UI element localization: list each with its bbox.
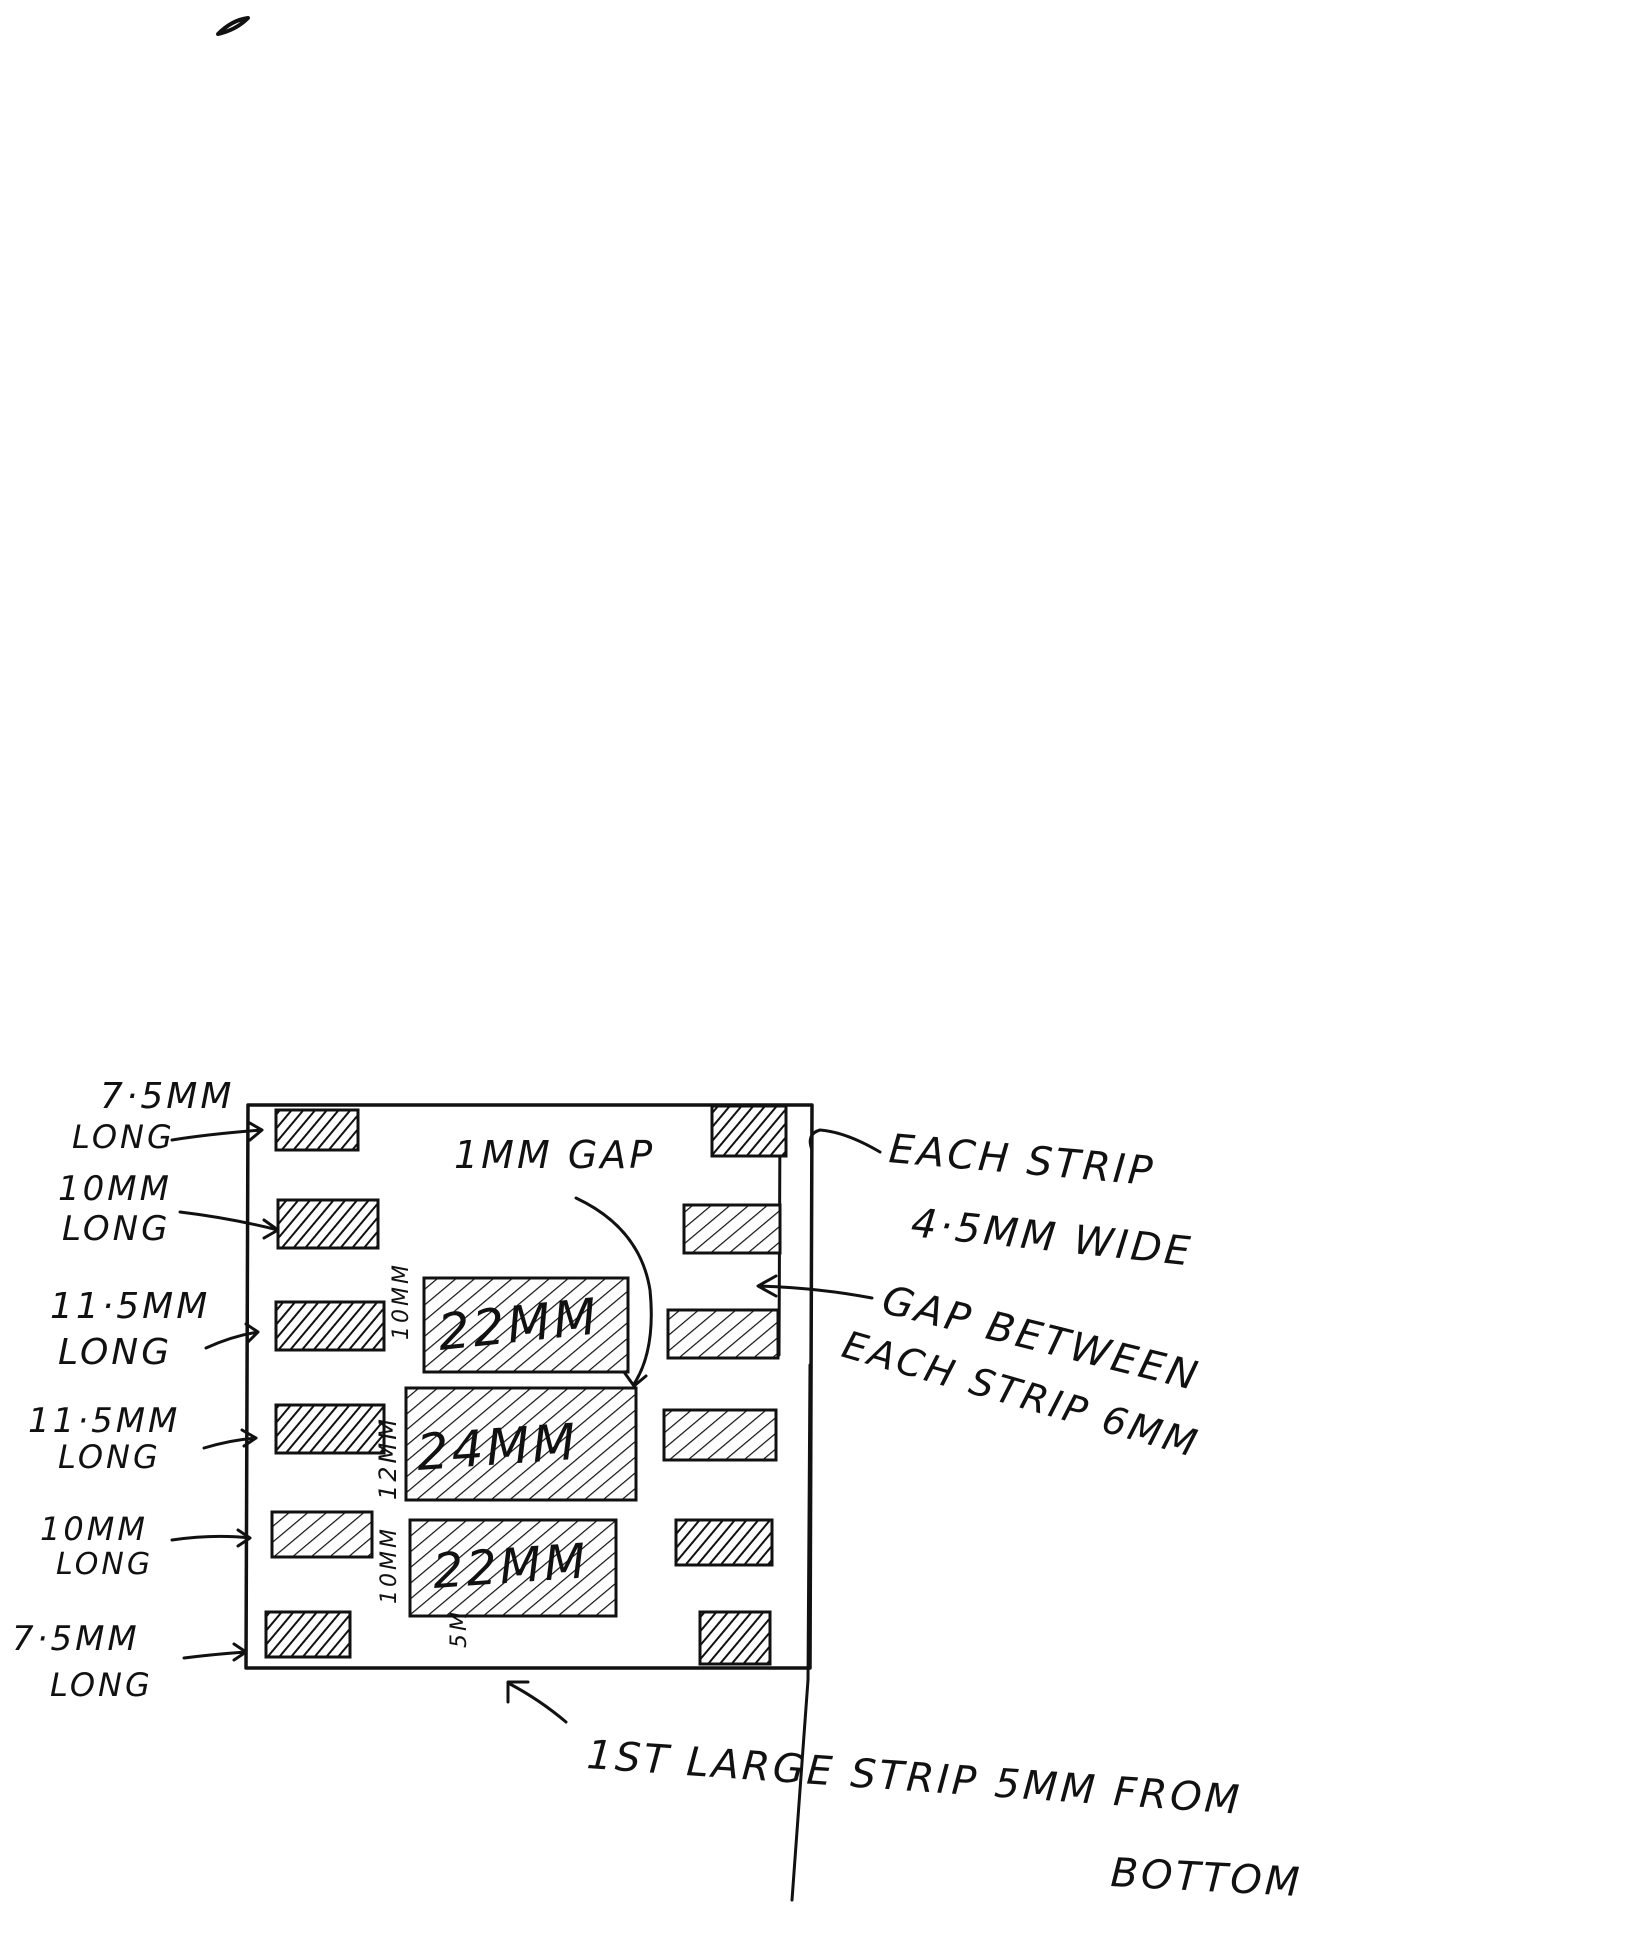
large-strip-arrow bbox=[506, 1680, 568, 1724]
arrow-left-5 bbox=[170, 1528, 252, 1548]
left-label-3-line2: LONG bbox=[58, 1332, 172, 1373]
arrow-left-4 bbox=[202, 1428, 258, 1450]
pad-bottom bbox=[408, 1518, 618, 1618]
arrow-left-2 bbox=[178, 1210, 280, 1240]
left-label-4-line2: LONG bbox=[58, 1438, 161, 1476]
left-strips bbox=[264, 1108, 386, 1659]
right-strip-4 bbox=[662, 1408, 778, 1462]
left-arrows bbox=[170, 1120, 280, 1662]
pad-middle-height: 12MM bbox=[374, 1416, 402, 1500]
stray-mark bbox=[216, 16, 250, 36]
arrow-left-6 bbox=[182, 1642, 248, 1662]
left-label-1-line2: LONG bbox=[72, 1118, 175, 1156]
left-label-2-line2: LONG bbox=[62, 1209, 170, 1249]
pad-bottom-text: 22MM bbox=[431, 1533, 590, 1600]
pad-middle bbox=[404, 1386, 638, 1502]
strip-width-line2: 4·5MM WIDE bbox=[909, 1200, 1195, 1275]
right-strip-1 bbox=[710, 1104, 788, 1158]
gap-1mm-label: 1MM GAP bbox=[454, 1133, 655, 1177]
pad-bottom-height: 10MM bbox=[377, 1526, 402, 1604]
pad-top-height: 10MM bbox=[389, 1262, 414, 1340]
left-strip-2 bbox=[276, 1198, 380, 1250]
left-strip-5 bbox=[270, 1510, 374, 1559]
left-strip-3 bbox=[274, 1300, 386, 1352]
left-strip-6 bbox=[264, 1610, 352, 1659]
gap-1mm-arrow bbox=[574, 1196, 653, 1388]
right-strip-3 bbox=[666, 1308, 780, 1360]
pad-middle-text: 24MM bbox=[415, 1413, 581, 1482]
pad-top bbox=[422, 1276, 630, 1374]
right-strip-2 bbox=[682, 1203, 782, 1255]
right-strip-5 bbox=[674, 1518, 774, 1567]
strip-gap-arrow bbox=[756, 1274, 874, 1300]
right-strip-6 bbox=[698, 1610, 772, 1666]
strip-width-arrow bbox=[808, 1128, 882, 1154]
left-label-6-line2: LONG bbox=[50, 1666, 153, 1704]
right-strips bbox=[662, 1104, 788, 1666]
large-strip-line2: BOTTOM bbox=[1109, 1850, 1303, 1906]
left-label-6-line1: 7·5MM bbox=[12, 1619, 140, 1659]
large-strip-line1: 1ST LARGE STRIP 5MM FROM bbox=[585, 1732, 1243, 1824]
arrow-left-1 bbox=[170, 1120, 264, 1142]
left-label-5-line2: LONG bbox=[56, 1547, 153, 1582]
left-label-5-line1: 10MM bbox=[40, 1510, 148, 1548]
left-label-2-line1: 10MM bbox=[58, 1169, 172, 1209]
strip-width-line1: EACH STRIP bbox=[887, 1126, 1157, 1195]
left-label-4-line1: 11·5MM bbox=[28, 1401, 180, 1441]
centre-pads bbox=[404, 1276, 638, 1618]
bottom-gap-mark: 5M bbox=[447, 1609, 472, 1648]
left-strip-4 bbox=[274, 1403, 386, 1455]
left-label-3-line1: 11·5MM bbox=[50, 1286, 210, 1327]
left-label-1-line1: 7·5MM bbox=[100, 1076, 234, 1117]
left-strip-1 bbox=[274, 1108, 360, 1152]
left-labels: 7·5MM LONG 10MM LONG 11·5MM LONG 11·5MM … bbox=[12, 1076, 234, 1704]
arrow-left-3 bbox=[204, 1322, 260, 1350]
